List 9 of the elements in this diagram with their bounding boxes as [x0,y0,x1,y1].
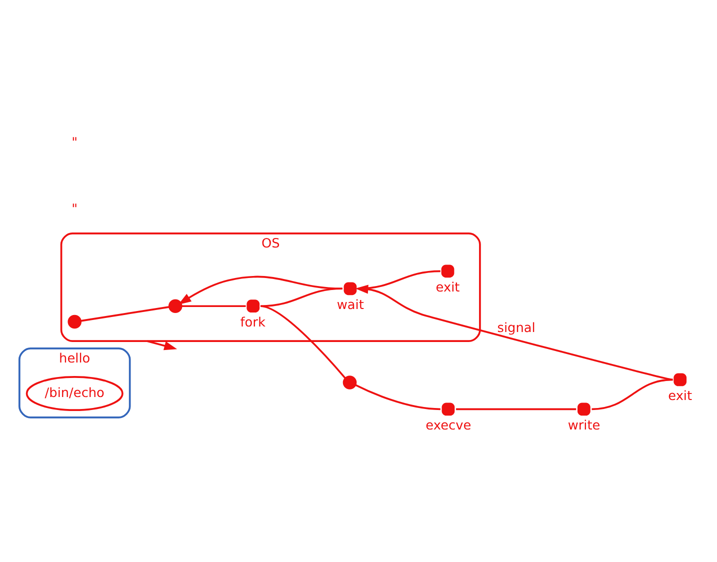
node-label: fork [240,315,266,330]
label: " [72,201,78,216]
label: " [72,135,78,150]
node-label: execve [426,418,472,434]
node-label: wait [336,298,364,313]
node-label: exit [668,388,692,404]
node-label: exit [436,280,460,296]
edge-label: signal [497,320,536,336]
node-label: write [568,418,600,434]
